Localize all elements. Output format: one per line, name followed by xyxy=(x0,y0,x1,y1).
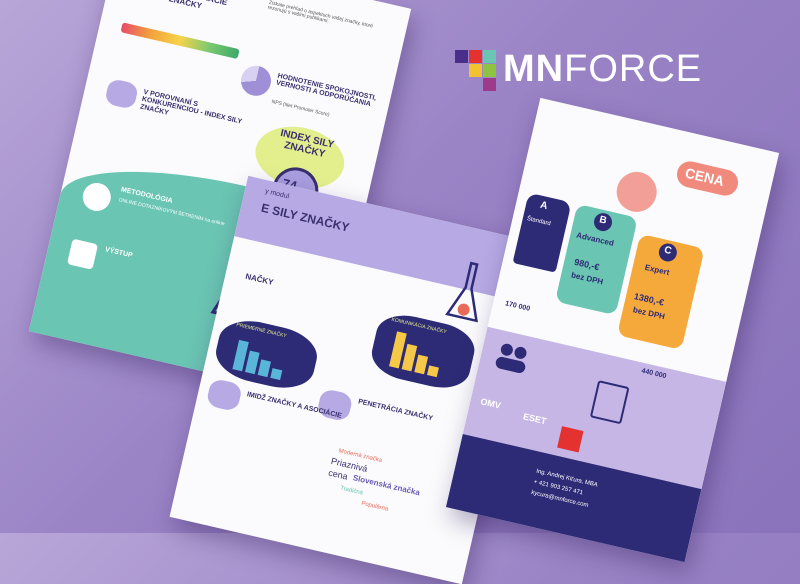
word-cloud: Moderná značka Priaznivá cena Slovenská … xyxy=(327,448,421,513)
flyer-right: CENA A Štandard B Advanced 980,-€ bez DP… xyxy=(445,97,780,563)
flyer-middle: y modul E SILY ZNAČKY NAČKY PRIEMERNÉ ZN… xyxy=(169,175,541,584)
potion-icon xyxy=(612,167,661,216)
logo-bold: MN xyxy=(503,48,565,90)
pie-icon xyxy=(237,62,274,99)
mnforce-logo: MNFORCE xyxy=(455,48,745,91)
nps-scale xyxy=(120,22,240,60)
chart-up-icon xyxy=(129,0,169,1)
stat-1-value: 170 000 xyxy=(504,300,531,313)
chat-icon xyxy=(205,377,244,413)
heading-competition: V POROVNANÍ S KONKURENCIOU - INDEX SILY … xyxy=(139,88,243,126)
heading-penetration: PENETRÁCIA ZNAČKY xyxy=(357,398,434,423)
heading-optimization: OPTIMALIZÁCIA KOMUNIKÁCIE ZNAČKY xyxy=(168,0,235,11)
people-icon xyxy=(492,340,534,377)
compare-icon xyxy=(104,77,140,110)
logo-light: FORCE xyxy=(564,48,703,90)
potion-icon xyxy=(435,253,509,335)
